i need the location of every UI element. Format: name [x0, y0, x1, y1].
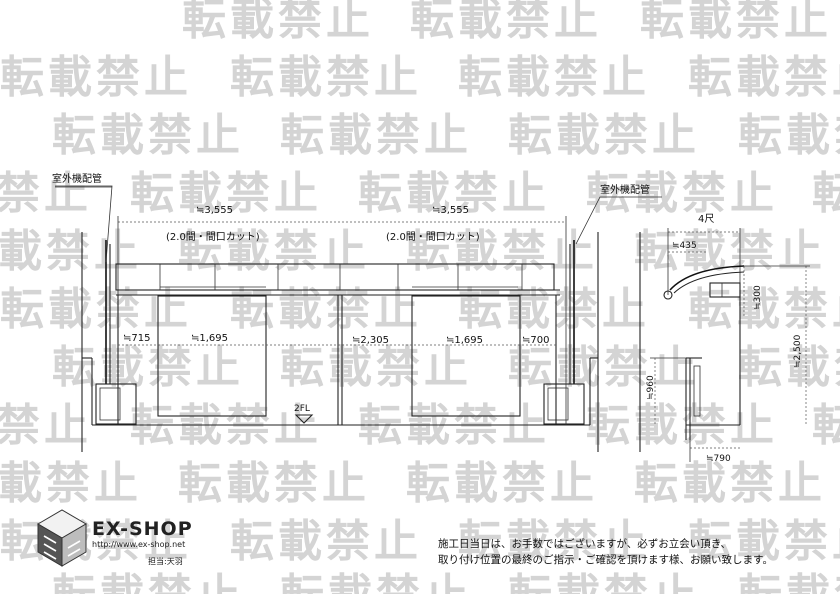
- watermark-text: 転載禁止: [812, 400, 840, 451]
- side-gutter: [663, 290, 673, 300]
- watermark-text: 転載禁止: [688, 52, 840, 103]
- label-cut-right: (2.0間・間口カット): [386, 231, 480, 243]
- watermark-text: 転載禁止: [182, 0, 374, 45]
- watermark-text: 転載禁止: [586, 168, 778, 219]
- brand-staff: 担当:天羽: [148, 557, 183, 566]
- label-dim-1695-right: ≒1,695: [446, 335, 483, 346]
- label-span-right: ≒3,555: [432, 205, 469, 216]
- watermark-text: 転載禁止: [458, 52, 650, 103]
- note-line-1: 施工日当日は、お手数ではございますが、必ずお立会い頂き、: [438, 538, 732, 550]
- watermark-text: 転載禁止: [280, 342, 472, 393]
- brand-url[interactable]: http://www.ex-shop.net: [92, 540, 186, 549]
- watermark-text: 転載禁止: [178, 458, 370, 509]
- watermark-text: 転載禁止: [410, 0, 602, 45]
- note-line-2: 取り付け位置の最終のご指示・ご確認を頂けます様、お願い致します。: [438, 554, 773, 566]
- leader-left: [55, 185, 113, 263]
- watermark-text: 転載禁止: [280, 570, 472, 594]
- installation-note: 施工日当日は、お手数ではございますが、必ずお立会い頂き、 取り付け位置の最終のご…: [438, 536, 838, 568]
- watermark-text: 転載禁止: [688, 284, 840, 335]
- watermark-text: 転載禁止: [634, 458, 826, 509]
- watermark-text: 転載禁止: [738, 342, 840, 393]
- watermark-text: 転載禁止: [406, 226, 598, 277]
- label-dim-2305: ≒2,305: [352, 335, 389, 346]
- leader-right: [575, 196, 662, 245]
- watermark-text: 転載禁止: [230, 52, 422, 103]
- outdoor-unit-left: [95, 383, 137, 425]
- side-roof-curve-inner: [673, 271, 745, 294]
- watermark-text: 転載禁止: [0, 400, 92, 451]
- label-dim-435: ≒435: [672, 241, 697, 251]
- watermark-text: 転載禁止: [458, 284, 650, 335]
- labels: 室外機配管 室外機配管 ≒3,555 ≒3,555 (2.0間・間口カット) (…: [52, 172, 803, 464]
- watermark-text: 転載禁止: [280, 110, 472, 161]
- label-dim-960: ≒960: [646, 375, 656, 400]
- watermark-text: 転載禁止: [130, 168, 322, 219]
- outdoor-unit-left-panel: [99, 387, 121, 421]
- watermark-text: 転載禁止: [52, 570, 244, 594]
- watermark-text: 転載禁止: [230, 284, 422, 335]
- label-projection: 4尺: [698, 213, 714, 225]
- watermark-text: 転載禁止: [0, 284, 192, 335]
- label-dim-700: ≒700: [522, 335, 549, 346]
- watermark-text: 転載禁止: [634, 226, 826, 277]
- label-dim-715: ≒715: [123, 333, 150, 344]
- label-outdoor-pipe-left: 室外機配管: [52, 172, 102, 185]
- watermark-text: 転載禁止: [508, 342, 700, 393]
- watermark-text: 転載禁止: [738, 570, 840, 594]
- ex-shop-logo: [37, 509, 87, 567]
- brand-name: EX-SHOP: [92, 518, 193, 540]
- window-left: [157, 295, 267, 417]
- watermark-text: 転載禁止: [0, 52, 192, 103]
- watermark-text: 転載禁止: [358, 168, 550, 219]
- watermark-text: 転載禁止: [586, 400, 778, 451]
- label-floor: 2FL: [294, 404, 310, 414]
- label-span-left: ≒3,555: [196, 205, 233, 216]
- watermark-text: 転載禁止: [178, 226, 370, 277]
- watermark-text: 転載禁止: [738, 110, 840, 161]
- watermark-text: 転載禁止: [0, 458, 142, 509]
- watermark-text: 転載禁止: [230, 516, 422, 567]
- watermark-text: 転載禁止: [640, 0, 832, 45]
- label-dim-300: ≒300: [753, 285, 763, 310]
- side-roof-curve: [669, 265, 745, 291]
- watermark-text: 転載禁止: [0, 226, 142, 277]
- watermark-text: 転載禁止: [406, 458, 598, 509]
- watermark-text: 転載禁止: [0, 168, 92, 219]
- label-dim-2500: ≒2,500: [793, 334, 803, 368]
- watermark-text: 転載禁止: [0, 516, 192, 567]
- floor-marker: [294, 414, 314, 424]
- label-dim-1695-left: ≒1,695: [191, 333, 228, 344]
- outdoor-unit-right: [543, 383, 585, 425]
- watermark-text: 転載禁止: [52, 342, 244, 393]
- label-cut-left: (2.0間・間口カット): [166, 231, 260, 243]
- railing-bar: [693, 365, 701, 417]
- label-dim-790: ≒790: [706, 454, 731, 464]
- watermark-text: 転載禁止: [52, 110, 244, 161]
- label-outdoor-pipe-right: 室外機配管: [600, 183, 650, 196]
- watermark-text: 転載禁止: [508, 110, 700, 161]
- logo-cube-mark-right: [67, 540, 81, 557]
- watermark-text: 転載禁止: [508, 570, 700, 594]
- logo-cube-mark: [43, 535, 57, 560]
- outdoor-unit-right-panel: [547, 387, 569, 421]
- front-elevation: [55, 185, 662, 452]
- watermark-text: 転載禁止: [458, 516, 650, 567]
- side-elevation: [639, 228, 810, 462]
- watermark-text: 転載禁止: [688, 516, 840, 567]
- window-right: [411, 295, 521, 417]
- roof-ribs: [159, 264, 523, 290]
- watermark-text: 転載禁止: [812, 168, 840, 219]
